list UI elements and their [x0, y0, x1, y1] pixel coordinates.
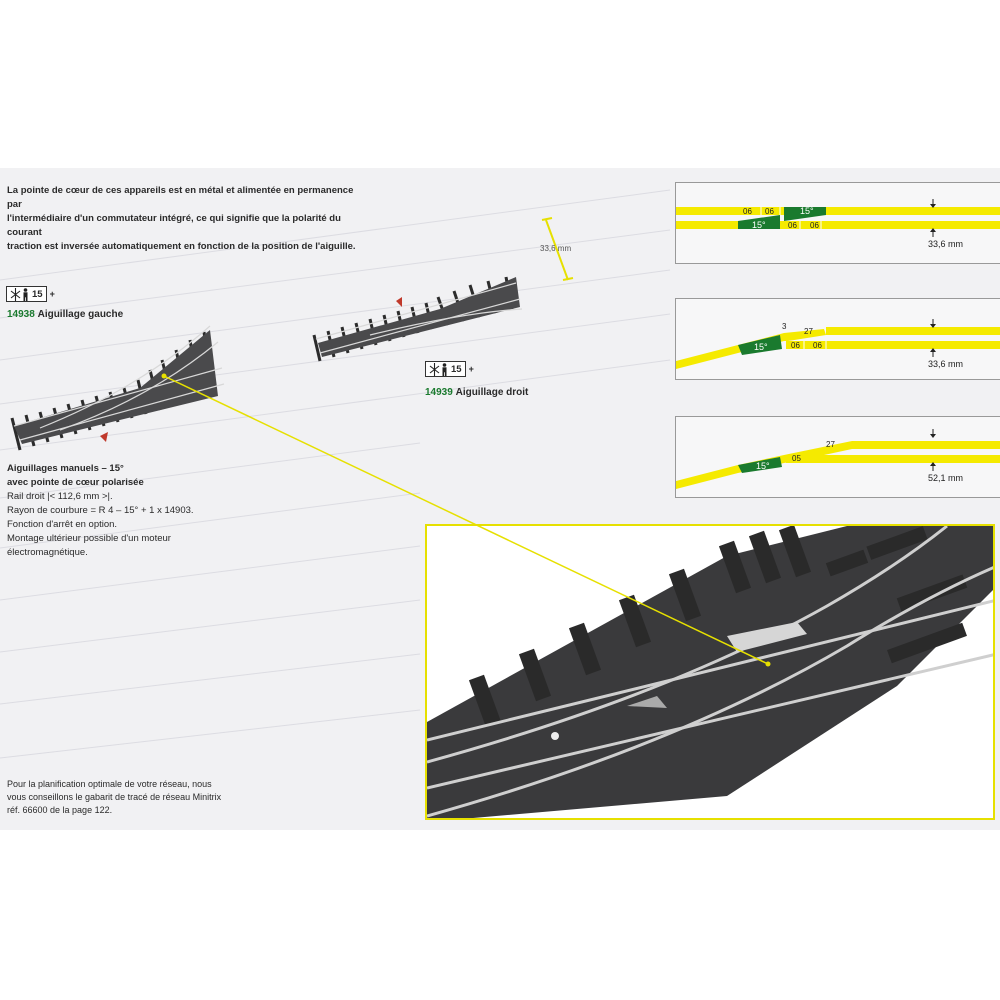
- specs-block: Aiguillages manuels – 15° avec pointe de…: [7, 462, 267, 560]
- diagram-label: 06: [765, 207, 774, 216]
- intro-line: La pointe de cœur de ces appareils est e…: [7, 185, 354, 210]
- feature-box: 15: [6, 286, 47, 302]
- spec-line: Rayon de courbure = R 4 – 15° + 1 x 1490…: [7, 505, 194, 516]
- rail-switch-icon: [10, 287, 21, 301]
- specs-title: Aiguillages manuels – 15°: [7, 463, 124, 474]
- intro-text: La pointe de cœur de ces appareils est e…: [7, 184, 357, 254]
- diagram-label: 06: [788, 221, 797, 230]
- diagram-label: 06: [813, 341, 822, 350]
- feature-box: 15: [425, 361, 466, 377]
- diagram-spacing: 33,6 mm: [928, 239, 963, 249]
- product-name: Aiguillage gauche: [37, 309, 124, 320]
- footnote: Pour la planification optimale de votre …: [7, 778, 307, 817]
- person-icon: [23, 287, 28, 301]
- person-icon: [442, 362, 447, 376]
- diagram-label: 06: [743, 207, 752, 216]
- diagram-label: 05: [792, 454, 801, 463]
- left-turnout-illustration: [10, 325, 225, 451]
- closeup-svg: [427, 526, 993, 818]
- diagram-label: 06: [810, 221, 819, 230]
- tag-plus: +: [468, 364, 474, 374]
- specs-subtitle: avec pointe de cœur polarisée: [7, 477, 144, 488]
- dimension-marker: [541, 217, 574, 281]
- product-name: Aiguillage droit: [455, 387, 529, 398]
- product-code: 14938: [7, 309, 35, 320]
- diagram-label: 15°: [800, 206, 814, 216]
- right-turnout-tag: 15 +: [425, 361, 474, 377]
- tag-number: 15: [32, 288, 43, 300]
- diagram-label: 15°: [754, 342, 768, 352]
- diagram-label: 3: [782, 322, 787, 331]
- left-turnout-tag: 15 +: [6, 286, 55, 302]
- tag-number: 15: [451, 363, 462, 375]
- footnote-line: vous conseillons le gabarit de tracé de …: [7, 792, 222, 802]
- spec-line: Fonction d'arrêt en option.: [7, 519, 118, 530]
- intro-line: traction est inversée automatiquement en…: [7, 241, 356, 252]
- catalog-panel: La pointe de cœur de ces appareils est e…: [0, 168, 1000, 830]
- left-turnout-label: 14938 Aiguillage gauche: [7, 309, 123, 320]
- diagram-label: 27: [826, 440, 835, 449]
- product-code: 14939: [425, 387, 453, 398]
- diagram-svg: 06 06 15° 15° 06 06 33,6 mm: [676, 199, 1000, 249]
- diagram-label: 15°: [752, 220, 766, 230]
- intro-line: l'intermédiaire d'un commutateur intégré…: [7, 213, 341, 238]
- dimension-label: 33,6 mm: [540, 244, 572, 253]
- track-diagram-crossover: 3 27 15° 06 06 33,6 mm: [675, 298, 1000, 380]
- rail-switch-icon: [429, 362, 440, 376]
- spec-line: Montage ultérieur possible d'un moteur: [7, 533, 171, 544]
- frog-closeup-photo: [425, 524, 995, 820]
- footnote-line: Pour la planification optimale de votre …: [7, 779, 212, 789]
- tag-plus: +: [49, 289, 55, 299]
- track-diagram-parallel: 06 06 15° 15° 06 06 33,6 mm: [675, 182, 1000, 264]
- spec-line: électromagnétique.: [7, 547, 88, 558]
- diagram-svg: 27 05 15° 52,1 mm: [676, 429, 1000, 489]
- diagram-spacing: 52,1 mm: [928, 473, 963, 483]
- diagram-spacing: 33,6 mm: [928, 359, 963, 369]
- right-turnout-label: 14939 Aiguillage droit: [425, 387, 528, 398]
- diagram-svg: 3 27 15° 06 06 33,6 mm: [676, 319, 1000, 369]
- right-turnout-illustration: [312, 276, 523, 362]
- diagram-label: 27: [804, 327, 813, 336]
- diagram-label: 15°: [756, 461, 770, 471]
- footnote-line: réf. 66600 de la page 122.: [7, 805, 113, 815]
- spec-line: Rail droit |< 112,6 mm >|.: [7, 491, 113, 502]
- track-diagram-divergent: 27 05 15° 52,1 mm: [675, 416, 1000, 498]
- diagram-label: 06: [791, 341, 800, 350]
